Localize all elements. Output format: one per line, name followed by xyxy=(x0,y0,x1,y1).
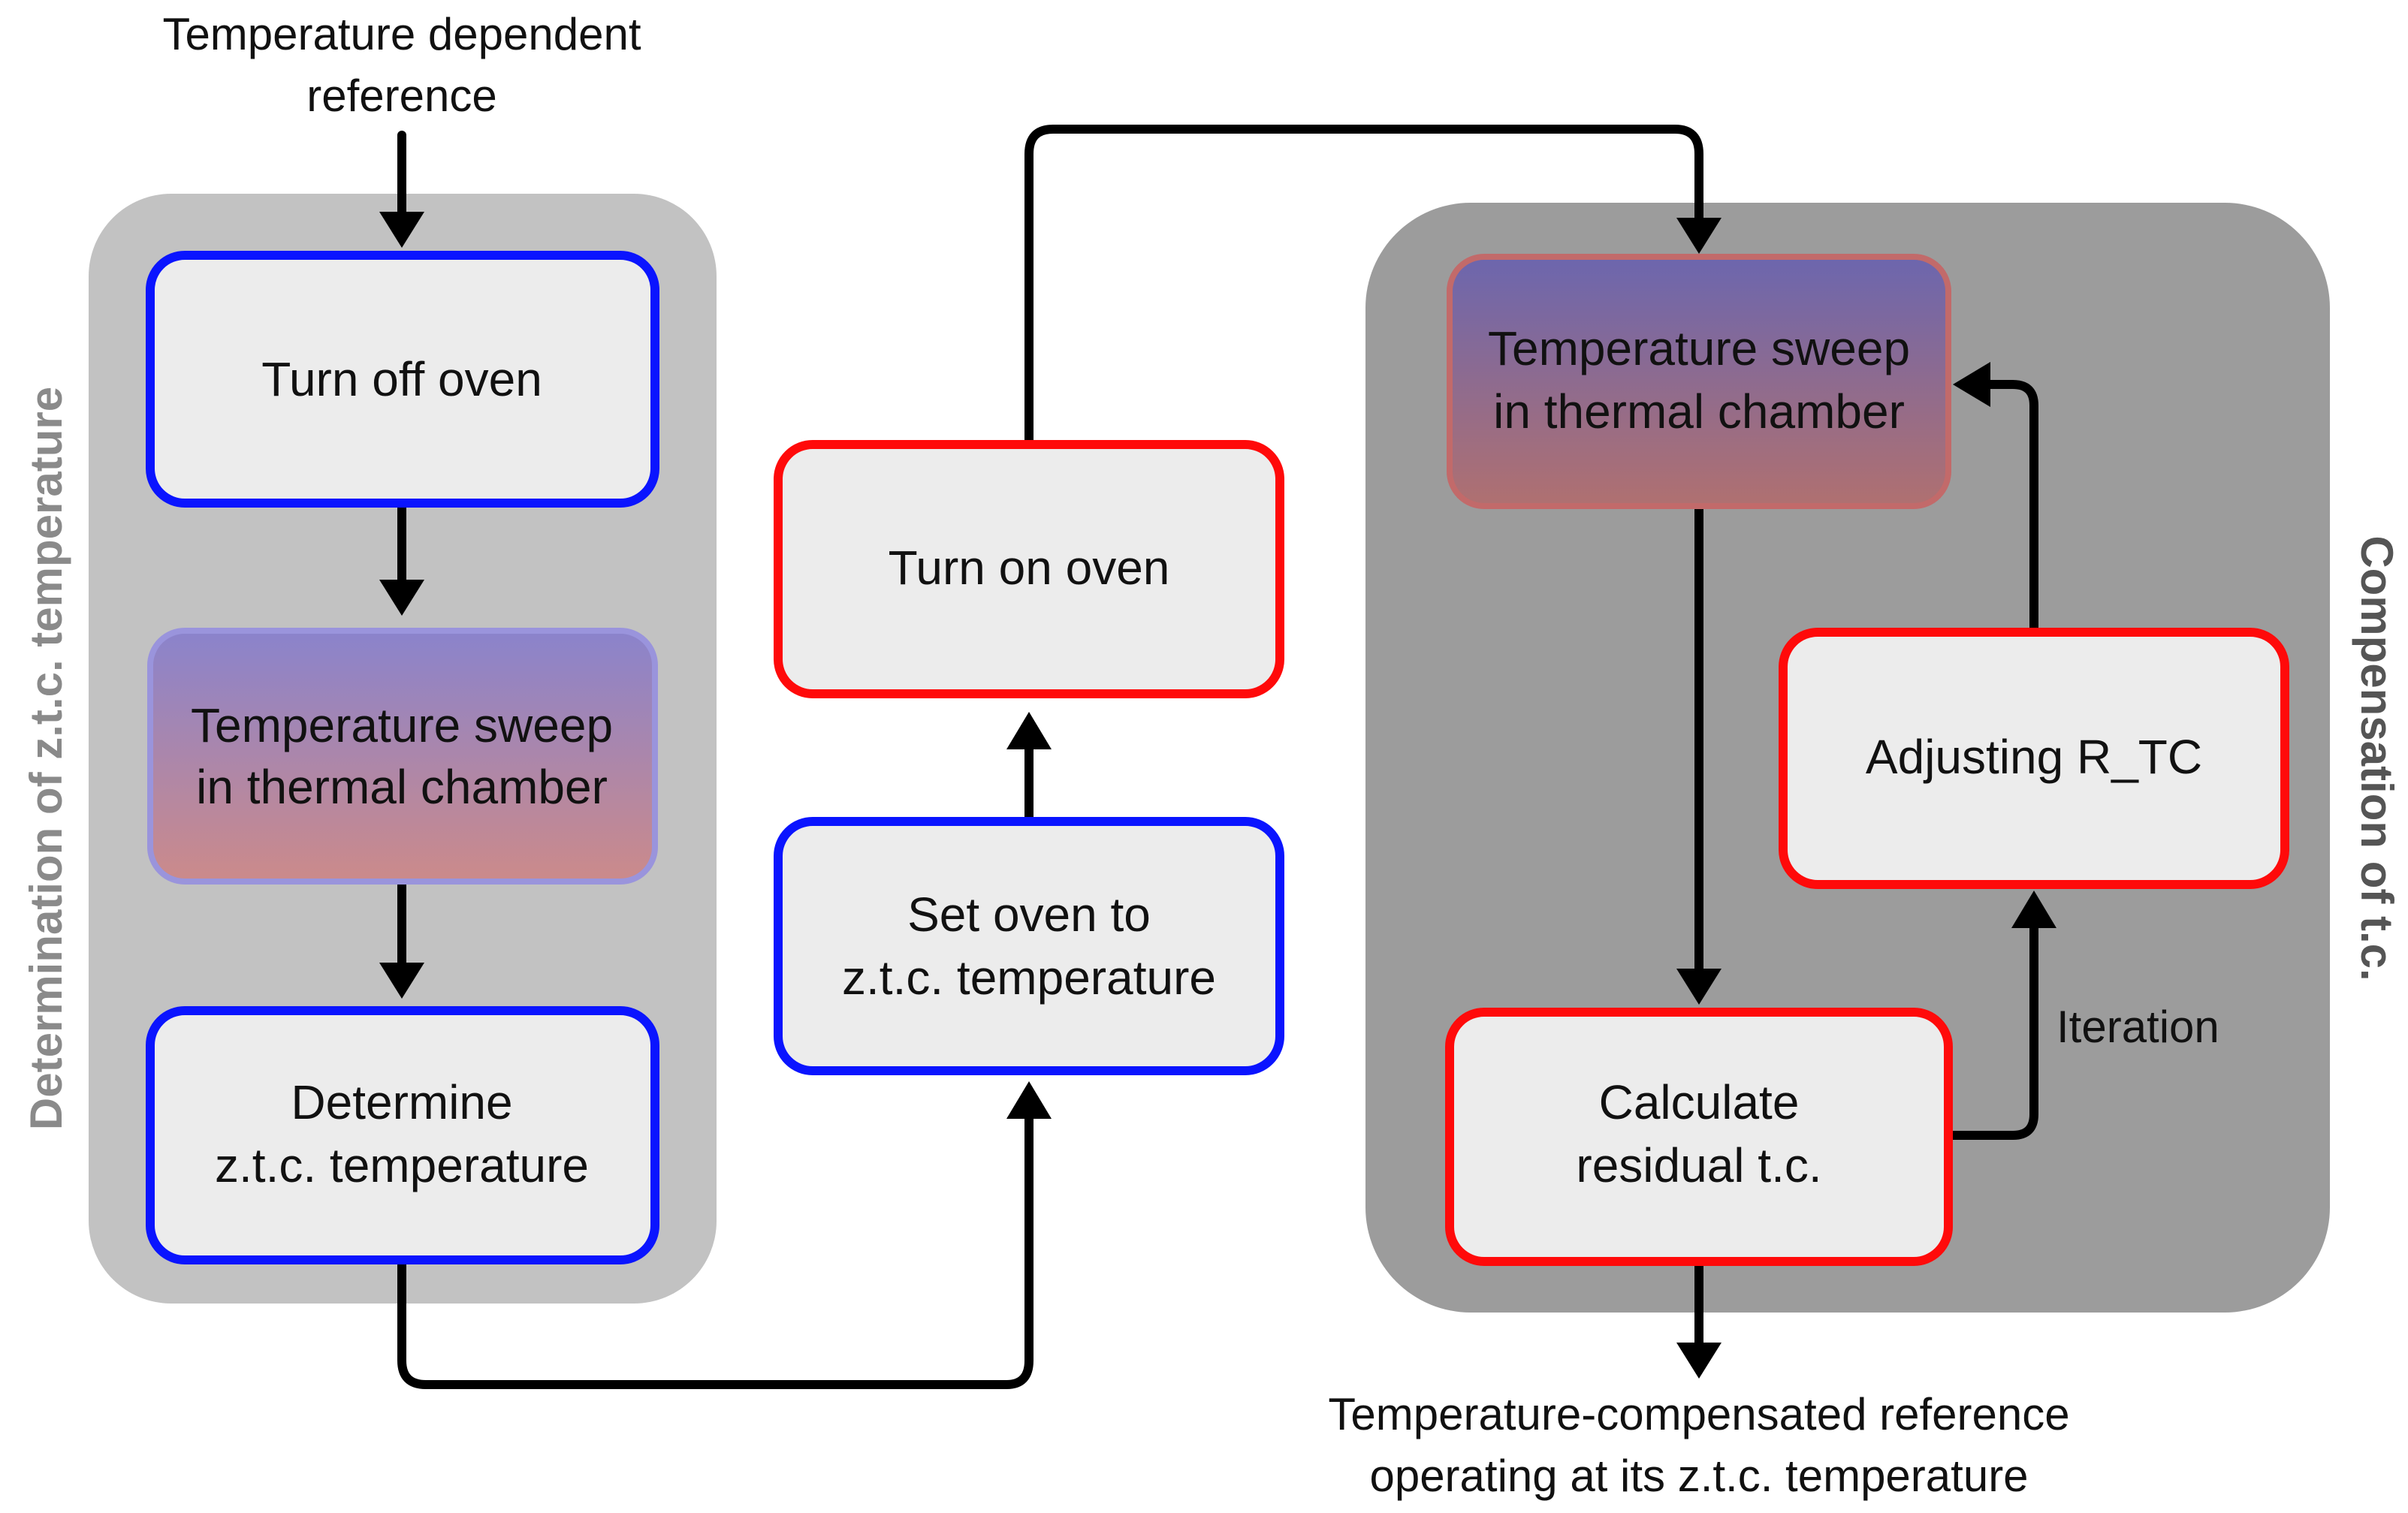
node-sweep-left-line2: in thermal chamber xyxy=(196,760,608,814)
node-sweep-right xyxy=(1447,254,1951,509)
node-calculate-residual xyxy=(1445,1008,1953,1266)
node-turn-on-oven-text: Turn on oven xyxy=(889,541,1170,595)
node-adjusting-rtc-text: Adjusting R_TC xyxy=(1866,730,2202,784)
node-set-oven-line2: z.t.c. temperature xyxy=(842,951,1216,1005)
iteration-label: Iteration xyxy=(2056,1002,2219,1052)
arrow-determine-to-set-oven xyxy=(397,1101,1034,1389)
node-sweep-left-line1: Temperature sweep xyxy=(191,698,613,752)
arrow-adjusting-to-sweep-right xyxy=(1978,380,2038,634)
right-group-label: Compensation of t.c. xyxy=(2352,535,2402,981)
node-adjusting-rtc xyxy=(1779,628,2289,889)
node-sweep-right-line1: Temperature sweep xyxy=(1488,321,1910,375)
arrow-calculate-to-adjusting xyxy=(1947,916,2038,1140)
node-set-oven-line1: Set oven to xyxy=(907,888,1151,942)
input-label-line2: reference xyxy=(306,71,496,121)
node-turn-off-oven xyxy=(146,251,659,508)
node-turn-on-oven xyxy=(774,440,1284,698)
node-determine-ztc-line2: z.t.c. temperature xyxy=(215,1138,589,1192)
node-determine-ztc-line1: Determine xyxy=(291,1075,512,1129)
node-set-oven xyxy=(774,817,1284,1075)
arrow-turn-on-to-sweep-right xyxy=(1024,125,1703,449)
node-determine-ztc xyxy=(146,1006,659,1264)
output-label-line2: operating at its z.t.c. temperature xyxy=(1369,1451,2028,1501)
node-calculate-residual-line1: Calculate xyxy=(1599,1075,1800,1129)
node-calculate-residual-line2: residual t.c. xyxy=(1576,1138,1821,1192)
node-turn-off-oven-text: Turn off oven xyxy=(261,352,542,406)
node-sweep-right-line2: in thermal chamber xyxy=(1493,384,1905,439)
left-group-label: Determination of z.t.c. temperature xyxy=(21,387,71,1130)
output-label-line1: Temperature-compensated reference xyxy=(1328,1389,2069,1439)
input-label-line1: Temperature dependent xyxy=(162,9,641,59)
node-sweep-left xyxy=(147,628,658,885)
